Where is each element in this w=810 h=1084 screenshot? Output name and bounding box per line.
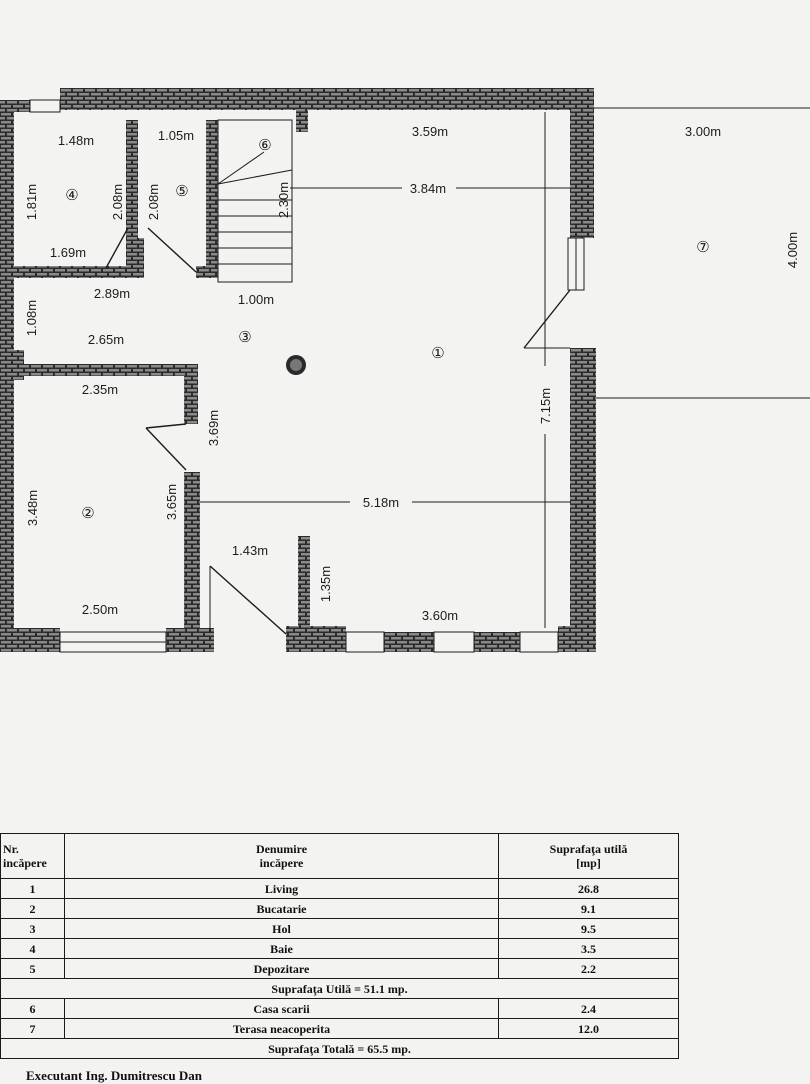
exterior-walls: [0, 88, 596, 652]
dim-208a: 2.08m: [110, 184, 125, 220]
subtotal-text: Suprafaţa Utilă = 51.1 mp.: [0, 978, 679, 999]
dim-518: 5.18m: [363, 495, 399, 510]
row-name: Terasa neacoperita: [64, 1018, 499, 1039]
dim-369: 3.69m: [206, 410, 221, 446]
column-marker: [286, 355, 306, 375]
windows: [29, 99, 585, 653]
dim-289: 2.89m: [94, 286, 130, 301]
dimension-lines: [200, 112, 570, 628]
room-label-7: ⑦: [696, 239, 709, 256]
dim-360: 3.60m: [422, 608, 458, 623]
table-header: Nr. incăpere Denumire incăpere Suprafaţa…: [0, 833, 679, 879]
dim-400: 4.00m: [785, 232, 800, 268]
executant-footer: Executant Ing. Dumitrescu Dan: [26, 1068, 202, 1083]
dim-135: 1.35m: [318, 566, 333, 602]
stairs: [217, 119, 293, 283]
row-name: Baie: [64, 938, 499, 959]
table-row: 4 Baie 3.5: [0, 938, 679, 959]
row-nr: 5: [0, 958, 65, 979]
row-nr: 7: [0, 1018, 65, 1039]
subtotal-row: Suprafaţa Utilă = 51.1 mp.: [0, 978, 679, 999]
table-row: 3 Hol 9.5: [0, 918, 679, 939]
row-nr: 2: [0, 898, 65, 919]
row-name: Hol: [64, 918, 499, 939]
dim-143: 1.43m: [232, 543, 268, 558]
room-label-6: ⑥: [258, 137, 271, 154]
room-label-3: ③: [238, 329, 251, 346]
room-label-2: ②: [81, 505, 94, 522]
room-label-4: ④: [65, 187, 78, 204]
dim-265: 2.65m: [88, 332, 124, 347]
table-row: 6 Casa scarii 2.4: [0, 998, 679, 1019]
dim-365: 3.65m: [164, 484, 179, 520]
row-nr: 4: [0, 938, 65, 959]
dim-348: 3.48m: [25, 490, 40, 526]
door-swings: [105, 227, 571, 635]
header-nr: Nr. incăpere: [0, 833, 65, 879]
row-area: 3.5: [498, 938, 679, 959]
dim-148: 1.48m: [58, 133, 94, 148]
table-row: 5 Depozitare 2.2: [0, 958, 679, 979]
table-row: 1 Living 26.8: [0, 878, 679, 899]
row-area: 2.2: [498, 958, 679, 979]
dim-230: 2.30m: [276, 182, 291, 218]
dim-235: 2.35m: [82, 382, 118, 397]
row-area: 9.5: [498, 918, 679, 939]
room-label-1: ①: [431, 345, 444, 362]
row-name: Bucatarie: [64, 898, 499, 919]
header-name: Denumire incăpere: [64, 833, 499, 879]
table-row: 7 Terasa neacoperita 12.0: [0, 1018, 679, 1039]
dim-300: 3.00m: [685, 124, 721, 139]
room-label-5: ⑤: [175, 183, 188, 200]
dim-208b: 2.08m: [146, 184, 161, 220]
row-name: Casa scarii: [64, 998, 499, 1019]
header-area: Suprafaţa utilă [mp]: [498, 833, 679, 879]
row-area: 12.0: [498, 1018, 679, 1039]
dimension-labels: 1.48m 1.05m 3.59m 3.00m 3.84m 1.69m 2.89…: [24, 124, 800, 623]
table-row: 2 Bucatarie 9.1: [0, 898, 679, 919]
row-area: 26.8: [498, 878, 679, 899]
interior-walls: [10, 120, 310, 636]
dim-250: 2.50m: [82, 602, 118, 617]
row-name: Depozitare: [64, 958, 499, 979]
room-labels: ④ ⑤ ⑥ ⑦ ③ ① ②: [65, 137, 709, 522]
row-area: 9.1: [498, 898, 679, 919]
dim-105: 1.05m: [158, 128, 194, 143]
dim-359: 3.59m: [412, 124, 448, 139]
total-text: Suprafaţa Totală = 65.5 mp.: [0, 1038, 679, 1059]
areas-table: Nr. incăpere Denumire incăpere Suprafaţa…: [0, 833, 679, 1059]
dim-169: 1.69m: [50, 245, 86, 260]
row-nr: 6: [0, 998, 65, 1019]
dim-108: 1.08m: [24, 300, 39, 336]
dim-715: 7.15m: [538, 388, 553, 424]
floor-plan: ④ ⑤ ⑥ ⑦ ③ ① ② 1.48m 1.05m 3.59m 3.00m 3.…: [0, 88, 810, 653]
dim-181: 1.81m: [24, 184, 39, 220]
row-area: 2.4: [498, 998, 679, 1019]
row-name: Living: [64, 878, 499, 899]
total-row: Suprafaţa Totală = 65.5 mp.: [0, 1038, 679, 1059]
terrace-outline: [594, 107, 810, 399]
row-nr: 1: [0, 878, 65, 899]
dim-100: 1.00m: [238, 292, 274, 307]
dim-384: 3.84m: [410, 181, 446, 196]
row-nr: 3: [0, 918, 65, 939]
